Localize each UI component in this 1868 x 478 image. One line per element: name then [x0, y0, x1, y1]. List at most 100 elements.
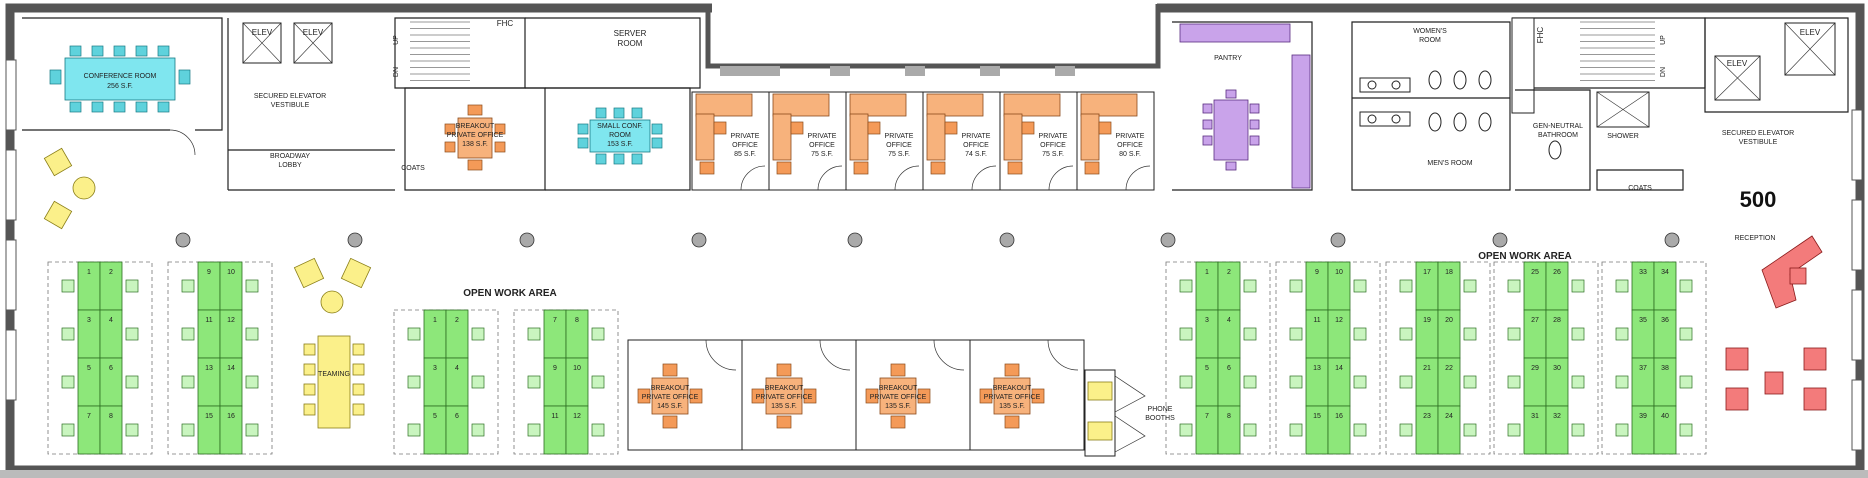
private-office-chair	[1021, 121, 1035, 135]
breakout-top-sf: 138 S.F.	[462, 141, 488, 148]
teaming-chair	[303, 363, 316, 376]
workstation-number: 10	[227, 269, 235, 276]
workstation-number: 15	[205, 413, 213, 420]
workstation-chair	[1399, 375, 1413, 389]
workstation-chair	[591, 375, 605, 389]
private-office-label: PRIVATE	[1116, 133, 1145, 140]
private-office-guest-chair	[1084, 161, 1100, 175]
private-office-return	[1080, 113, 1100, 161]
workstation-chair	[1507, 423, 1521, 437]
breakout-label: BREAKOUT	[765, 385, 804, 392]
conference-chair	[178, 69, 191, 85]
private-office-desk	[1080, 93, 1138, 117]
breakout-chair	[1031, 388, 1045, 404]
server-room-label-1: SERVER	[614, 29, 647, 38]
private-office-guest-chair	[776, 161, 792, 175]
workstation-number: 5	[433, 413, 437, 420]
workstation-chair	[1507, 375, 1521, 389]
workstation-number: 28	[1553, 317, 1561, 324]
private-office-return	[772, 113, 792, 161]
workstation-chair	[61, 279, 75, 293]
gen-neutral-2: BATHROOM	[1538, 132, 1578, 139]
workstation-chair	[1353, 423, 1367, 437]
workstation-number: 12	[1335, 317, 1343, 324]
workstation-number: 2	[1227, 269, 1231, 276]
workstation-chair	[1243, 327, 1257, 341]
workstation-chair	[1399, 327, 1413, 341]
workstation-chair	[125, 423, 139, 437]
private-office-guest-chair	[699, 161, 715, 175]
coats-right: COATS	[1628, 185, 1652, 192]
pantry: PANTRY	[1172, 21, 1313, 191]
workstation-number: 1	[1205, 269, 1209, 276]
windows	[5, 59, 1863, 451]
secured-vestibule-right-1: SECURED ELEVATOR	[1722, 130, 1794, 137]
workstation-desk	[1545, 405, 1569, 455]
server-room: SERVER ROOM	[525, 17, 701, 89]
workstation-chair	[407, 375, 421, 389]
workstation-chair	[1289, 279, 1303, 293]
workstation-number: 16	[1335, 413, 1343, 420]
workstation-number: 22	[1445, 365, 1453, 372]
workstation-number: 16	[227, 413, 235, 420]
workstation-chair	[1179, 279, 1193, 293]
breakout-top-label-2: PRIVATE OFFICE	[447, 132, 504, 139]
breakout-label: PRIVATE OFFICE	[870, 394, 927, 401]
womens-room-1: WOMEN'S	[1413, 28, 1447, 35]
workstation-number: 10	[1335, 269, 1343, 276]
workstation-number: 13	[205, 365, 213, 372]
broadway-lobby-2: LOBBY	[278, 162, 302, 169]
workstation-chair	[61, 423, 75, 437]
breakout-label: PRIVATE OFFICE	[984, 394, 1041, 401]
workstation-number: 32	[1553, 413, 1561, 420]
stair-right-up: UP	[1660, 35, 1667, 45]
teaming-chair	[303, 343, 316, 356]
workstation-number: 7	[1205, 413, 1209, 420]
conference-room: CONFERENCE ROOM 256 S.F.	[22, 17, 223, 156]
reception-label: RECEPTION	[1735, 235, 1776, 242]
workstation-chair	[1463, 423, 1477, 437]
breakout-label: BREAKOUT	[879, 385, 918, 392]
private-office-sf: 75 S.F.	[811, 151, 833, 158]
suite-number: 500	[1740, 187, 1777, 212]
teaming-chair	[303, 383, 316, 396]
private-office-label: PRIVATE	[885, 133, 914, 140]
workstation-number: 1	[87, 269, 91, 276]
workstation-number: 33	[1639, 269, 1647, 276]
top-notches	[705, 0, 1161, 76]
workstation-number: 39	[1639, 413, 1647, 420]
private-office-desk	[1003, 93, 1061, 117]
workstation-number: 17	[1423, 269, 1431, 276]
teaming-chair	[352, 383, 365, 396]
teaming-area: TEAMING	[303, 335, 365, 429]
workstation-chair	[181, 279, 195, 293]
private-office-sf: 75 S.F.	[1042, 151, 1064, 158]
workstation-number: 20	[1445, 317, 1453, 324]
elevator-lobby-right: ELEV ELEV SECURED ELEVATOR VESTIBULE	[1704, 17, 1849, 146]
workstation-number: 8	[575, 317, 579, 324]
private-office-label: PRIVATE	[808, 133, 837, 140]
workstation-number: 2	[109, 269, 113, 276]
conference-chair	[135, 45, 148, 57]
workstation-chair	[1463, 375, 1477, 389]
shower: SHOWER COATS	[1596, 91, 1684, 192]
private-office-sf: 80 S.F.	[1119, 151, 1141, 158]
private-office-chair	[713, 121, 727, 135]
workstation-chair	[1571, 327, 1585, 341]
private-office-guest-chair	[1007, 161, 1023, 175]
conference-chair	[135, 101, 148, 113]
workstation-number: 25	[1531, 269, 1539, 276]
private-office-guest-chair	[853, 161, 869, 175]
workstation-chair	[1571, 423, 1585, 437]
workstation-number: 6	[1227, 365, 1231, 372]
workstation-chair	[61, 375, 75, 389]
workstation-number: 34	[1661, 269, 1669, 276]
workstation-number: 7	[553, 317, 557, 324]
workstation-desk	[1217, 405, 1241, 455]
workstation-number: 5	[1205, 365, 1209, 372]
private-office-sf: 74 S.F.	[965, 151, 987, 158]
workstation-number: 26	[1553, 269, 1561, 276]
workstation-number: 3	[433, 365, 437, 372]
breakout-door	[705, 339, 737, 371]
